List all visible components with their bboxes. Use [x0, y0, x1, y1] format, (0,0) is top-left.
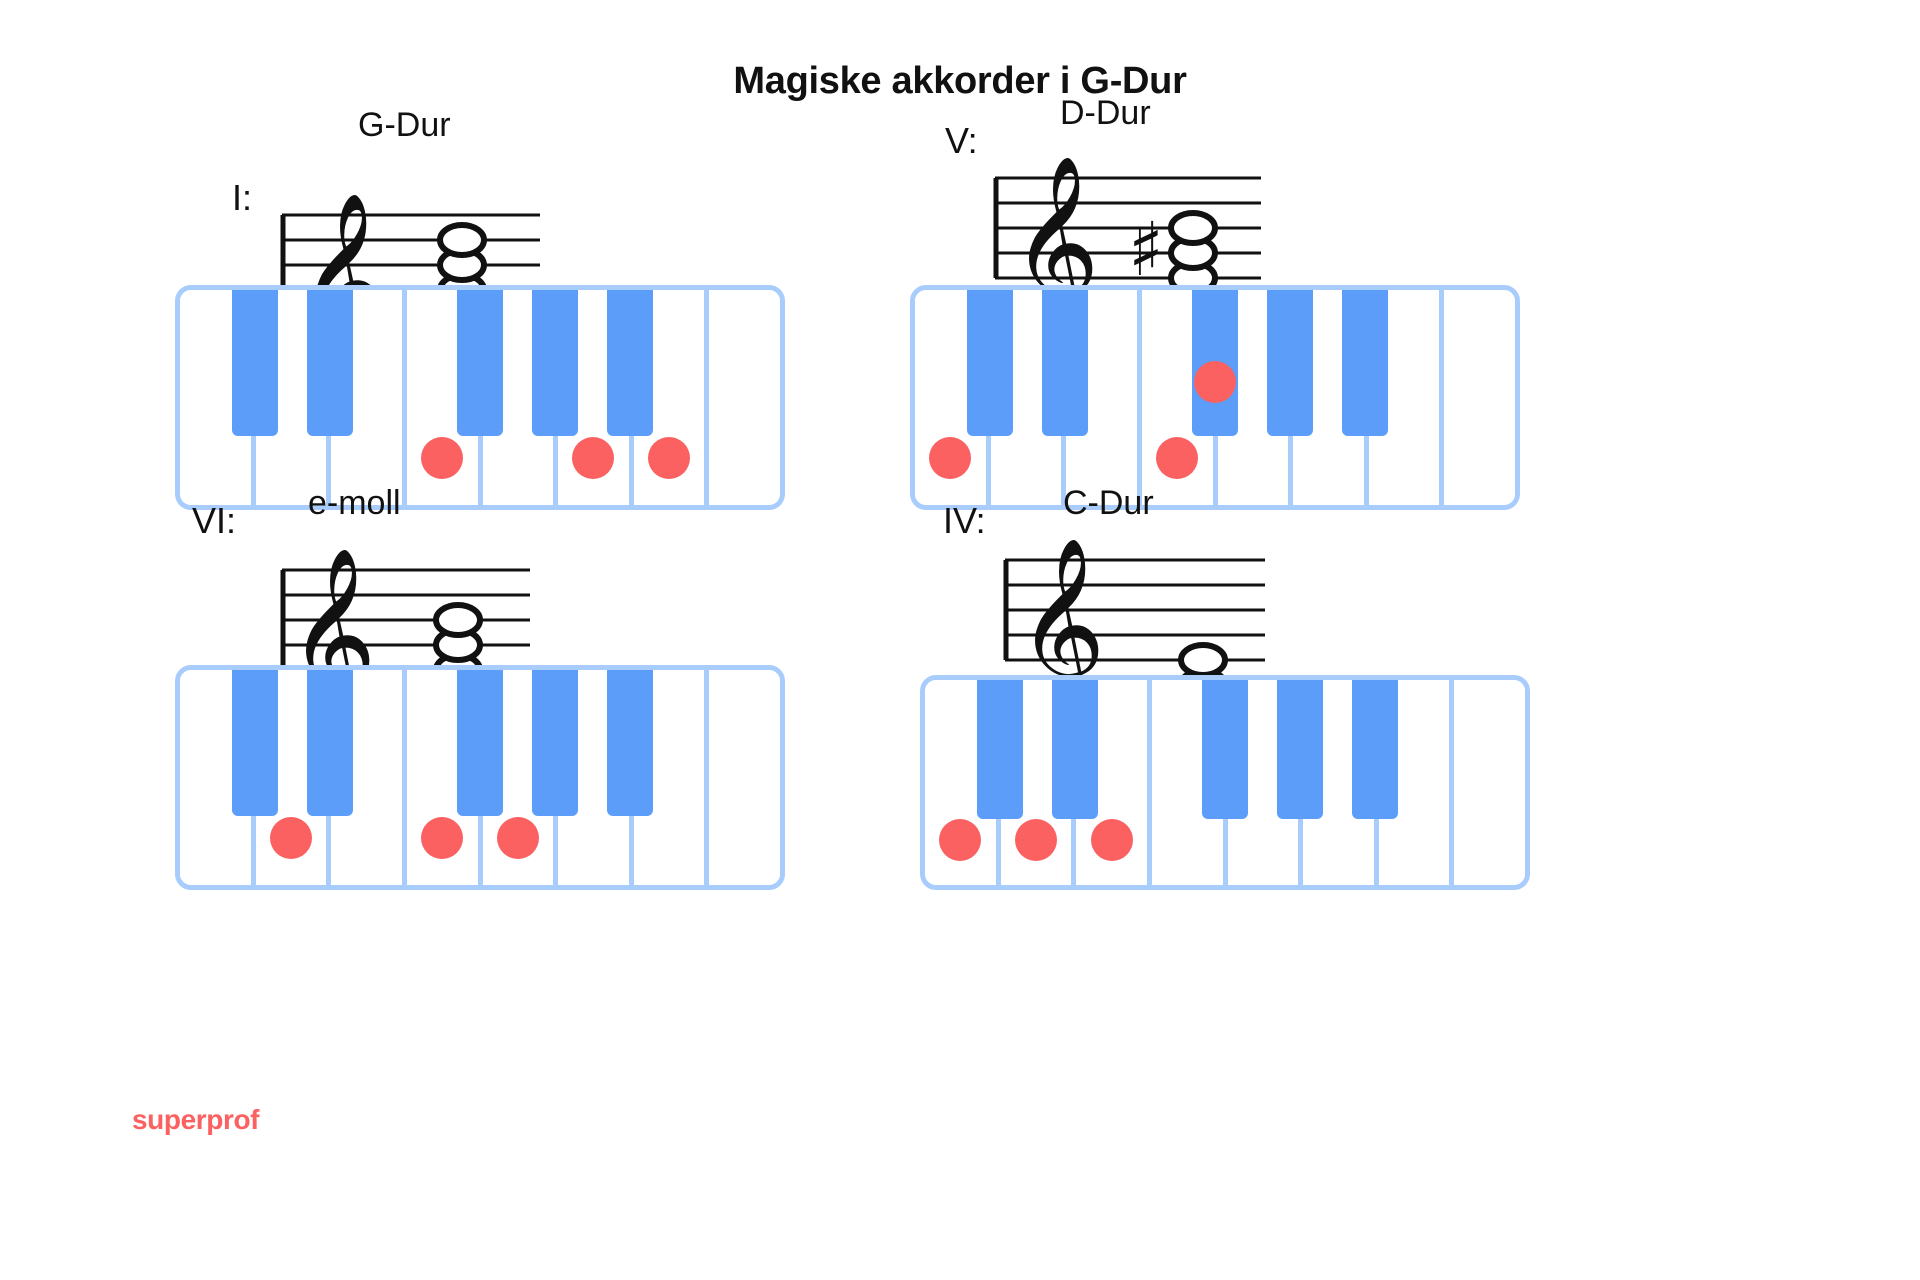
chord-name-1: G-Dur — [358, 106, 451, 144]
chord-block-4: IV: C-Dur 𝄞 — [915, 484, 1575, 890]
page-title: Magiske akkorder i G-Dur — [733, 60, 1187, 102]
chord-marker — [1014, 818, 1057, 861]
keyboard-4[interactable] — [920, 675, 1530, 890]
keyboard-2[interactable] — [910, 285, 1520, 510]
chord-name-4: C-Dur — [1063, 484, 1154, 522]
black-key[interactable] — [967, 290, 1013, 437]
white-key[interactable] — [709, 670, 780, 885]
black-key[interactable] — [1052, 680, 1098, 820]
black-key[interactable] — [457, 670, 503, 817]
black-key[interactable] — [532, 290, 578, 437]
black-key[interactable] — [1202, 680, 1248, 820]
chord-marker — [572, 436, 615, 479]
black-key[interactable] — [232, 290, 278, 437]
black-key[interactable] — [1192, 290, 1238, 437]
black-key[interactable] — [307, 670, 353, 817]
white-key[interactable] — [709, 290, 780, 505]
black-key[interactable] — [457, 290, 503, 437]
chord-marker — [496, 816, 539, 859]
chord-name-2: D-Dur — [1060, 94, 1151, 132]
white-key[interactable] — [1454, 680, 1525, 885]
keyboard-1[interactable] — [175, 285, 785, 510]
black-key[interactable] — [1267, 290, 1313, 437]
chord-marker — [939, 818, 982, 861]
keyboard-3[interactable] — [175, 665, 785, 890]
chord-marker — [421, 816, 464, 859]
black-key[interactable] — [607, 670, 653, 817]
chord-marker — [929, 436, 972, 479]
chord-marker — [1156, 436, 1199, 479]
black-key[interactable] — [607, 290, 653, 437]
chord-name-3: e-moll — [308, 484, 401, 522]
sharp-accidental: ♯ — [1128, 207, 1164, 293]
roman-numeral-2: V: — [945, 120, 978, 161]
black-key[interactable] — [1352, 680, 1398, 820]
black-key[interactable] — [1342, 290, 1388, 437]
black-key[interactable] — [977, 680, 1023, 820]
chord-marker — [1194, 361, 1236, 404]
roman-numeral-4: IV: — [943, 500, 986, 541]
roman-numeral-1: I: — [232, 177, 253, 218]
superprof-logo: superprof — [132, 1104, 260, 1135]
chord-marker — [269, 816, 312, 859]
roman-numeral-3: VI: — [192, 500, 237, 541]
white-key[interactable] — [1444, 290, 1515, 505]
chord-marker — [1090, 818, 1133, 861]
chord-block-1: I: G-Dur 𝄞 — [170, 106, 830, 510]
black-key[interactable] — [532, 670, 578, 817]
chord-marker — [648, 436, 691, 479]
black-key[interactable] — [1042, 290, 1088, 437]
chord-block-2: V: D-Dur 𝄞 ♯ — [905, 94, 1565, 510]
black-key[interactable] — [1277, 680, 1323, 820]
black-key[interactable] — [307, 290, 353, 437]
black-key[interactable] — [232, 670, 278, 817]
chord-block-3: VI: e-moll 𝄞 — [170, 484, 830, 890]
chord-marker — [421, 436, 464, 479]
